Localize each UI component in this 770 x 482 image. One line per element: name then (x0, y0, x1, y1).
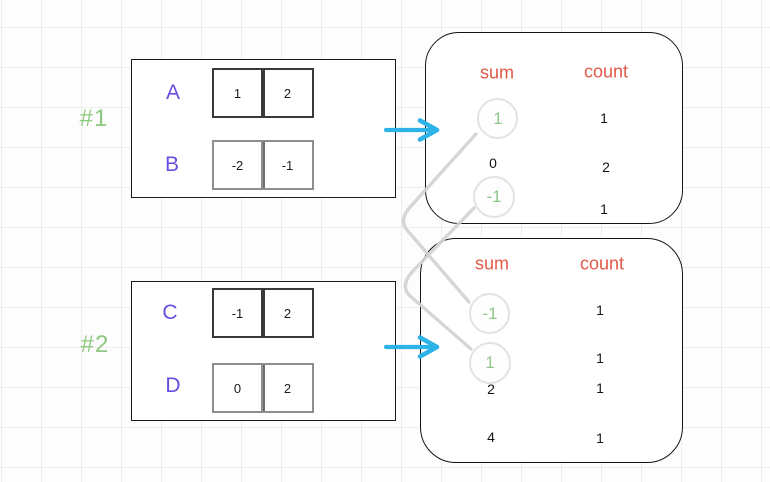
table-1-count-header: count (583, 61, 629, 82)
highlight-circle (473, 176, 515, 218)
array-label-c: C (162, 301, 178, 324)
table-2-count-value: 1 (596, 350, 604, 366)
array-cell: 2 (263, 363, 314, 413)
array-d-cells: 0 2 (212, 363, 314, 413)
result-table-1 (425, 32, 683, 224)
array-label-d: D (165, 374, 181, 397)
array-cell: 1 (212, 68, 263, 118)
table-2-sum-value: 1 (485, 353, 495, 372)
table-1-count-value: 1 (600, 110, 608, 126)
array-cell: 2 (263, 288, 314, 338)
table-2-count-value: 1 (596, 302, 604, 318)
group-1-label: #1 (79, 105, 109, 132)
table-2-sum-value: -1 (482, 304, 498, 323)
table-1-sum-value: 1 (493, 109, 503, 128)
array-cell: 0 (212, 363, 263, 413)
table-2-count-header: count (579, 253, 625, 274)
table-1-count-value: 2 (602, 159, 610, 175)
array-cell: 2 (263, 68, 314, 118)
array-a-cells: 1 2 (212, 68, 314, 118)
array-c-cells: -1 2 (212, 288, 314, 338)
result-table-2 (420, 238, 683, 463)
table-2-sum-header: sum (474, 253, 510, 274)
array-cell: -1 (263, 140, 314, 190)
array-cell: -2 (212, 140, 263, 190)
highlight-circle (477, 98, 518, 139)
array-label-a: A (165, 81, 181, 104)
table-2-sum-value: 4 (487, 429, 495, 445)
array-cell: -1 (212, 288, 263, 338)
array-label-b: B (164, 153, 180, 176)
table-2-count-value: 1 (596, 430, 604, 446)
table-1-sum-header: sum (479, 62, 515, 83)
table-2-sum-value: 2 (487, 381, 495, 397)
group-2-label: #2 (80, 331, 110, 358)
table-2-count-value: 1 (596, 380, 604, 396)
table-1-sum-value: 0 (489, 155, 497, 171)
table-1-sum-value: -1 (486, 187, 502, 206)
highlight-circle (469, 342, 511, 384)
array-b-cells: -2 -1 (212, 140, 314, 190)
table-1-count-value: 1 (600, 201, 608, 217)
